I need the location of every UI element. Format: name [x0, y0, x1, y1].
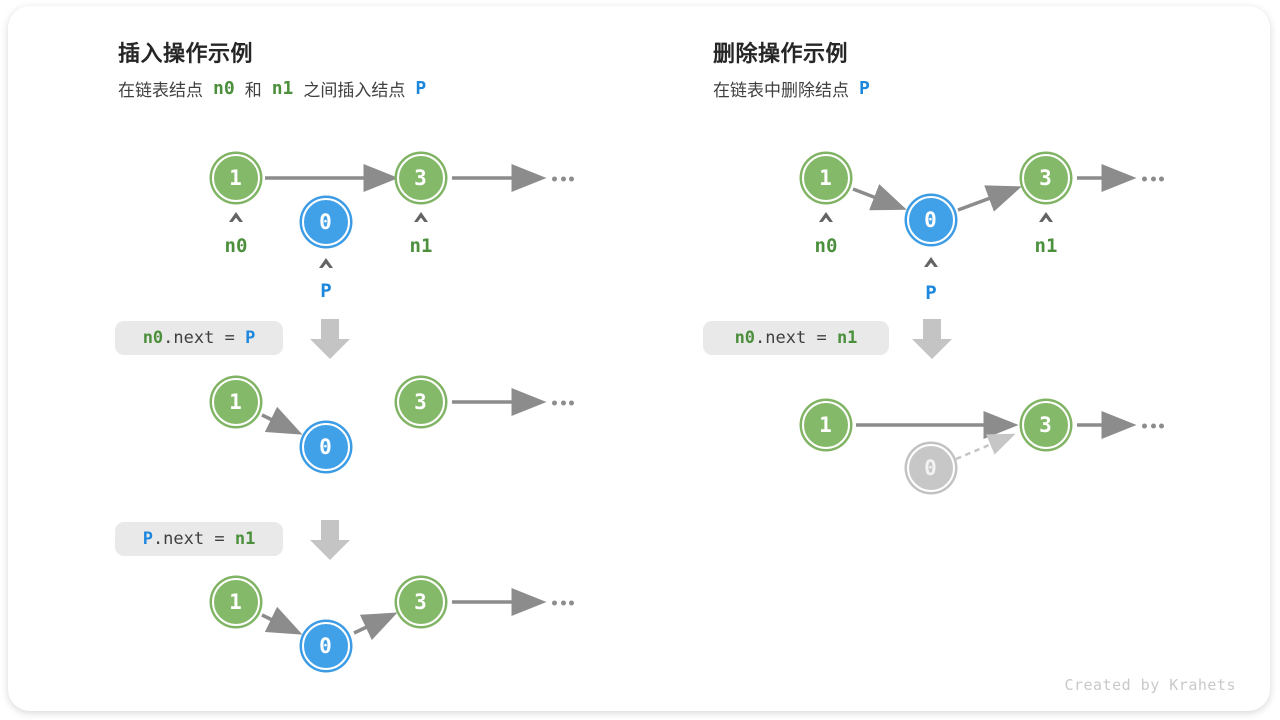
subtitle-text: 在链表中删除结点 [713, 81, 849, 100]
node-value: 0 [319, 434, 332, 459]
code-rhs: P [245, 328, 256, 348]
l2-node-0-inserted: 0 [301, 422, 350, 471]
insert-section-title: 插入操作示例 [118, 41, 254, 66]
subtitle-token-n0: n0 [213, 78, 235, 99]
delete-section-title: 删除操作示例 [713, 41, 849, 66]
l1-node-1: 1 [211, 153, 260, 202]
node-value: 0 [319, 633, 332, 658]
node-value: 3 [1039, 165, 1052, 190]
r1-node-1: 1 [801, 153, 850, 202]
l2-node-3: 3 [396, 377, 445, 426]
code-mid: .next = [755, 328, 837, 348]
r1-node-3: 3 [1021, 153, 1070, 202]
ellipsis [552, 600, 574, 606]
code-lhs: n0 [734, 328, 756, 348]
r1-node-0-target: 0 [906, 195, 955, 244]
subtitle-token-p: P [859, 78, 870, 99]
code-lhs: n0 [142, 328, 164, 348]
credit-text: Created by Krahets [1064, 676, 1236, 694]
node-ref-label-p: P [320, 280, 332, 302]
code-badge-n0-next-n1: n0.next = n1 [703, 321, 889, 355]
r2-node-0-deleted: 0 [906, 443, 955, 492]
node-value: 1 [229, 165, 242, 190]
node-value: 1 [229, 389, 242, 414]
subtitle-text: 在链表结点 [118, 81, 203, 100]
node-ref-label-n0: n0 [814, 235, 838, 257]
r2-node-3: 3 [1021, 400, 1070, 449]
node-value: 3 [414, 589, 427, 614]
node-value: 3 [414, 389, 427, 414]
code-rhs: n1 [234, 529, 256, 549]
code-lhs: P [142, 529, 153, 549]
node-value: 1 [229, 589, 242, 614]
code-mid: .next = [163, 328, 246, 348]
l1-node-3: 3 [396, 153, 445, 202]
r2-node-1: 1 [801, 400, 850, 449]
code-mid: .next = [152, 529, 235, 549]
node-value: 0 [924, 455, 937, 480]
node-value: 3 [1039, 412, 1052, 437]
node-value: 1 [819, 412, 832, 437]
subtitle-token-p: P [415, 78, 427, 99]
figure-card [8, 6, 1270, 711]
code-rhs: n1 [836, 328, 858, 348]
subtitle-text: 之间插入结点 [303, 81, 406, 100]
l3-node-3: 3 [396, 577, 445, 626]
delete-section-subtitle: 在链表中删除结点 P [713, 76, 880, 101]
insert-section-subtitle: 在链表结点 n0 和 n1 之间插入结点 P [118, 76, 436, 101]
node-ref-label-n1: n1 [409, 235, 433, 257]
code-badge-n0-next-p: n0.next = P [115, 321, 283, 355]
node-value: 0 [319, 209, 332, 234]
l1-node-0-inserted: 0 [301, 197, 350, 246]
ellipsis [552, 400, 574, 406]
node-ref-label-n0: n0 [224, 235, 248, 257]
ellipsis [552, 176, 574, 182]
node-value: 0 [924, 207, 937, 232]
l3-node-1: 1 [211, 577, 260, 626]
subtitle-text: 和 [244, 81, 262, 100]
code-badge-p-next-n1: P.next = n1 [115, 522, 283, 556]
node-ref-label-p: P [925, 282, 937, 304]
node-value: 1 [819, 165, 832, 190]
ellipsis [1142, 423, 1164, 429]
subtitle-token-n1: n1 [271, 78, 294, 99]
ellipsis [1142, 176, 1164, 182]
node-ref-label-n1: n1 [1034, 235, 1058, 257]
l2-node-1: 1 [211, 377, 260, 426]
node-value: 3 [414, 165, 427, 190]
l3-node-0-inserted: 0 [301, 621, 350, 670]
